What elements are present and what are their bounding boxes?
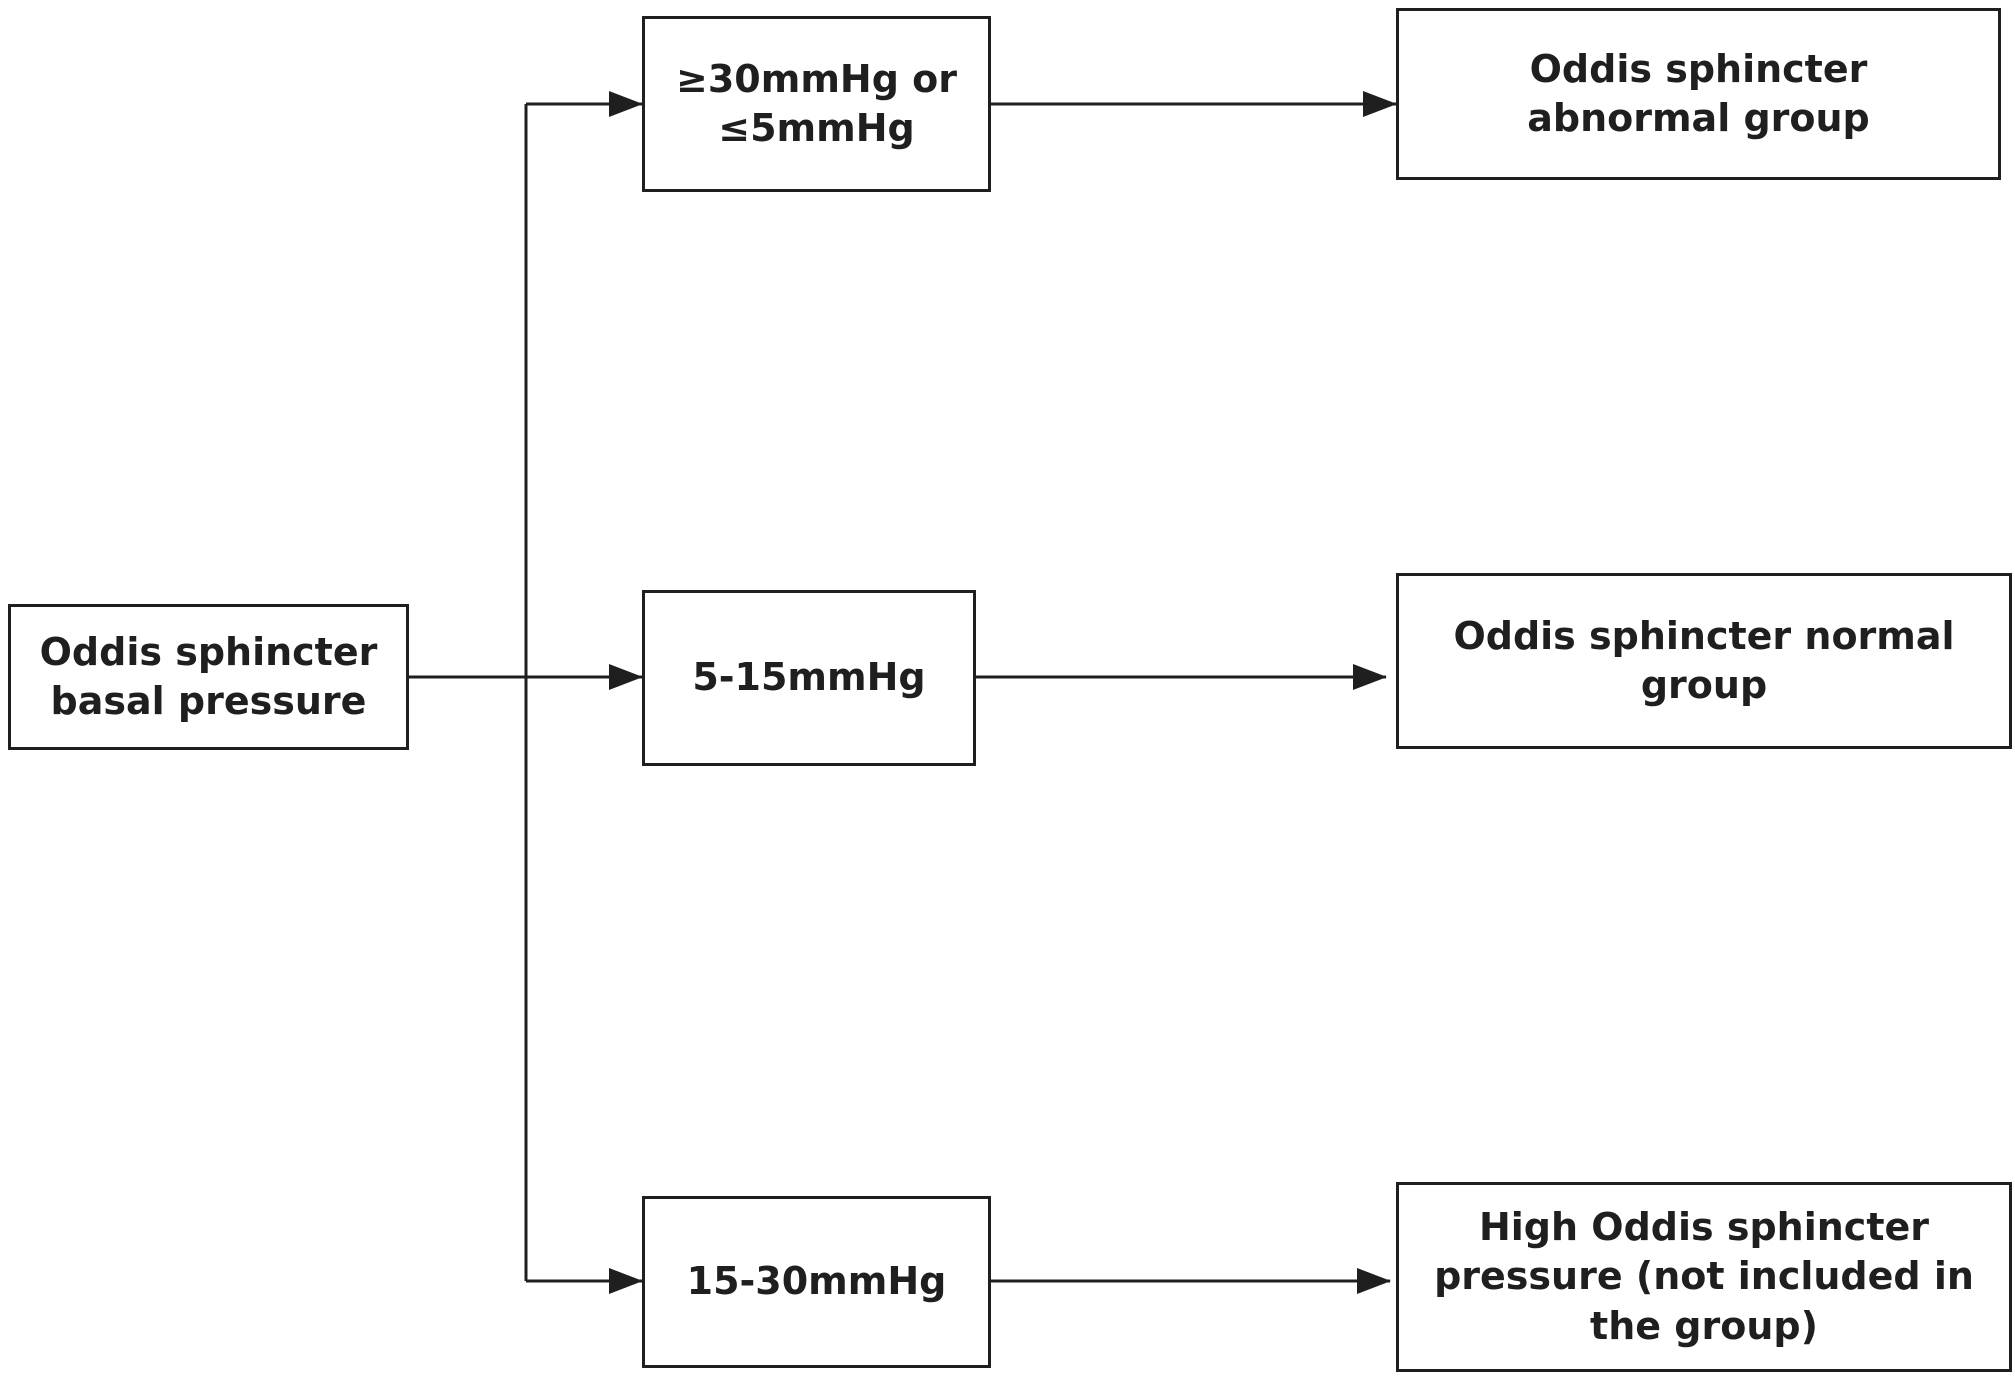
range-abnormal-line1: ≥30mmHg or	[676, 56, 957, 101]
root-node-basal-pressure: Oddis sphincter basal pressure	[8, 604, 409, 750]
range-normal-line1: 5-15mmHg	[692, 655, 926, 700]
outcome-normal-line2: group	[1640, 663, 1768, 707]
outcome-normal-line1: Oddis sphincter normal	[1453, 613, 1955, 658]
outcome-node-normal-group: Oddis sphincter normal group	[1396, 573, 2012, 749]
range-node-abnormal: ≥30mmHg or ≤5mmHg	[642, 16, 991, 192]
range-node-high: 15-30mmHg	[642, 1196, 991, 1368]
outcome-high-line3: the group)	[1590, 1303, 1818, 1348]
range-abnormal-line2: ≤5mmHg	[718, 106, 915, 150]
root-label-line2: basal pressure	[50, 679, 367, 723]
outcome-node-abnormal-group: Oddis sphincter abnormal group	[1396, 8, 2001, 180]
range-high-line1: 15-30mmHg	[686, 1259, 947, 1304]
range-node-normal: 5-15mmHg	[642, 590, 976, 766]
outcome-node-high-pressure-excluded: High Oddis sphincter pressure (not inclu…	[1396, 1182, 2012, 1372]
outcome-abnormal-line2: abnormal group	[1527, 96, 1870, 140]
outcome-abnormal-line1: Oddis sphincter	[1529, 46, 1868, 91]
outcome-high-line2: pressure (not included in	[1434, 1254, 1974, 1299]
root-label-line1: Oddis sphincter	[39, 629, 378, 674]
outcome-high-line1: High Oddis sphincter	[1478, 1204, 1930, 1249]
